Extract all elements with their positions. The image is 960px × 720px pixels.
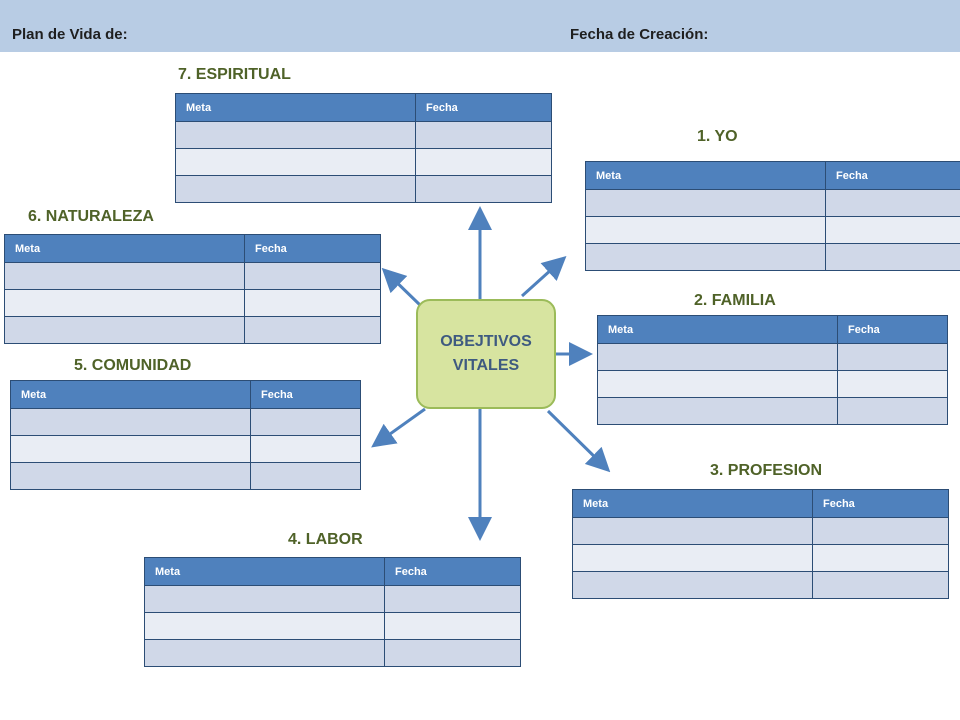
fecha-cell[interactable] bbox=[415, 121, 552, 149]
title-naturaleza: 6. NATURALEZA bbox=[28, 208, 154, 225]
fecha-cell[interactable] bbox=[825, 216, 960, 244]
col-meta-header: Meta bbox=[585, 161, 826, 190]
meta-cell[interactable] bbox=[585, 243, 826, 271]
col-fecha-header: Fecha bbox=[812, 489, 949, 518]
arrow-comunidad bbox=[371, 407, 426, 448]
fecha-cell[interactable] bbox=[250, 408, 361, 436]
meta-cell[interactable] bbox=[597, 370, 838, 398]
header-bar bbox=[0, 0, 960, 52]
fecha-cell[interactable] bbox=[384, 585, 521, 613]
col-meta-header: Meta bbox=[597, 315, 838, 344]
meta-cell[interactable] bbox=[585, 216, 826, 244]
meta-cell[interactable] bbox=[572, 517, 813, 545]
arrow-naturaleza bbox=[381, 267, 422, 307]
arrow-yo bbox=[520, 255, 567, 298]
meta-cell[interactable] bbox=[572, 571, 813, 599]
fecha-cell[interactable] bbox=[837, 397, 948, 425]
meta-cell[interactable] bbox=[175, 121, 416, 149]
meta-cell[interactable] bbox=[10, 462, 251, 490]
title-comunidad: 5. COMUNIDAD bbox=[74, 357, 192, 374]
center-line-1: OBEJTIVOS bbox=[440, 333, 532, 350]
arrow-profesion bbox=[546, 409, 611, 473]
fecha-cell[interactable] bbox=[244, 289, 381, 317]
col-meta-header: Meta bbox=[175, 93, 416, 122]
meta-cell[interactable] bbox=[572, 544, 813, 572]
fecha-cell[interactable] bbox=[825, 189, 960, 217]
col-fecha-header: Fecha bbox=[825, 161, 960, 190]
fecha-cell[interactable] bbox=[812, 544, 949, 572]
meta-cell[interactable] bbox=[597, 343, 838, 371]
fecha-creacion-label: Fecha de Creación: bbox=[570, 26, 709, 43]
col-fecha-header: Fecha bbox=[244, 234, 381, 263]
col-fecha-header: Fecha bbox=[384, 557, 521, 586]
fecha-cell[interactable] bbox=[812, 517, 949, 545]
center-line-2: VITALES bbox=[452, 357, 520, 374]
col-meta-header: Meta bbox=[144, 557, 385, 586]
meta-cell[interactable] bbox=[585, 189, 826, 217]
meta-cell[interactable] bbox=[10, 408, 251, 436]
fecha-cell[interactable] bbox=[244, 316, 381, 344]
title-yo: 1. YO bbox=[697, 128, 738, 145]
meta-cell[interactable] bbox=[4, 262, 245, 290]
meta-cell[interactable] bbox=[175, 175, 416, 203]
fecha-cell[interactable] bbox=[384, 639, 521, 667]
col-meta-header: Meta bbox=[4, 234, 245, 263]
meta-cell[interactable] bbox=[175, 148, 416, 176]
meta-cell[interactable] bbox=[597, 397, 838, 425]
fecha-cell[interactable] bbox=[837, 370, 948, 398]
col-meta-header: Meta bbox=[572, 489, 813, 518]
title-familia: 2. FAMILIA bbox=[694, 292, 776, 309]
title-espiritual: 7. ESPIRITUAL bbox=[178, 66, 291, 83]
meta-cell[interactable] bbox=[144, 585, 385, 613]
plan-de-vida-label: Plan de Vida de: bbox=[12, 26, 128, 43]
col-fecha-header: Fecha bbox=[837, 315, 948, 344]
col-meta-header: Meta bbox=[10, 380, 251, 409]
fecha-cell[interactable] bbox=[415, 148, 552, 176]
fecha-cell[interactable] bbox=[812, 571, 949, 599]
fecha-cell[interactable] bbox=[837, 343, 948, 371]
fecha-cell[interactable] bbox=[244, 262, 381, 290]
objetivos-vitales-box: OBEJTIVOS VITALES bbox=[416, 299, 556, 409]
fecha-cell[interactable] bbox=[250, 462, 361, 490]
col-fecha-header: Fecha bbox=[415, 93, 552, 122]
fecha-cell[interactable] bbox=[415, 175, 552, 203]
meta-cell[interactable] bbox=[144, 612, 385, 640]
title-profesion: 3. PROFESION bbox=[710, 462, 823, 479]
fecha-cell[interactable] bbox=[250, 435, 361, 463]
fecha-cell[interactable] bbox=[825, 243, 960, 271]
fecha-cell[interactable] bbox=[384, 612, 521, 640]
meta-cell[interactable] bbox=[4, 289, 245, 317]
meta-cell[interactable] bbox=[10, 435, 251, 463]
meta-cell[interactable] bbox=[4, 316, 245, 344]
meta-cell[interactable] bbox=[144, 639, 385, 667]
title-labor: 4. LABOR bbox=[288, 531, 363, 548]
col-fecha-header: Fecha bbox=[250, 380, 361, 409]
